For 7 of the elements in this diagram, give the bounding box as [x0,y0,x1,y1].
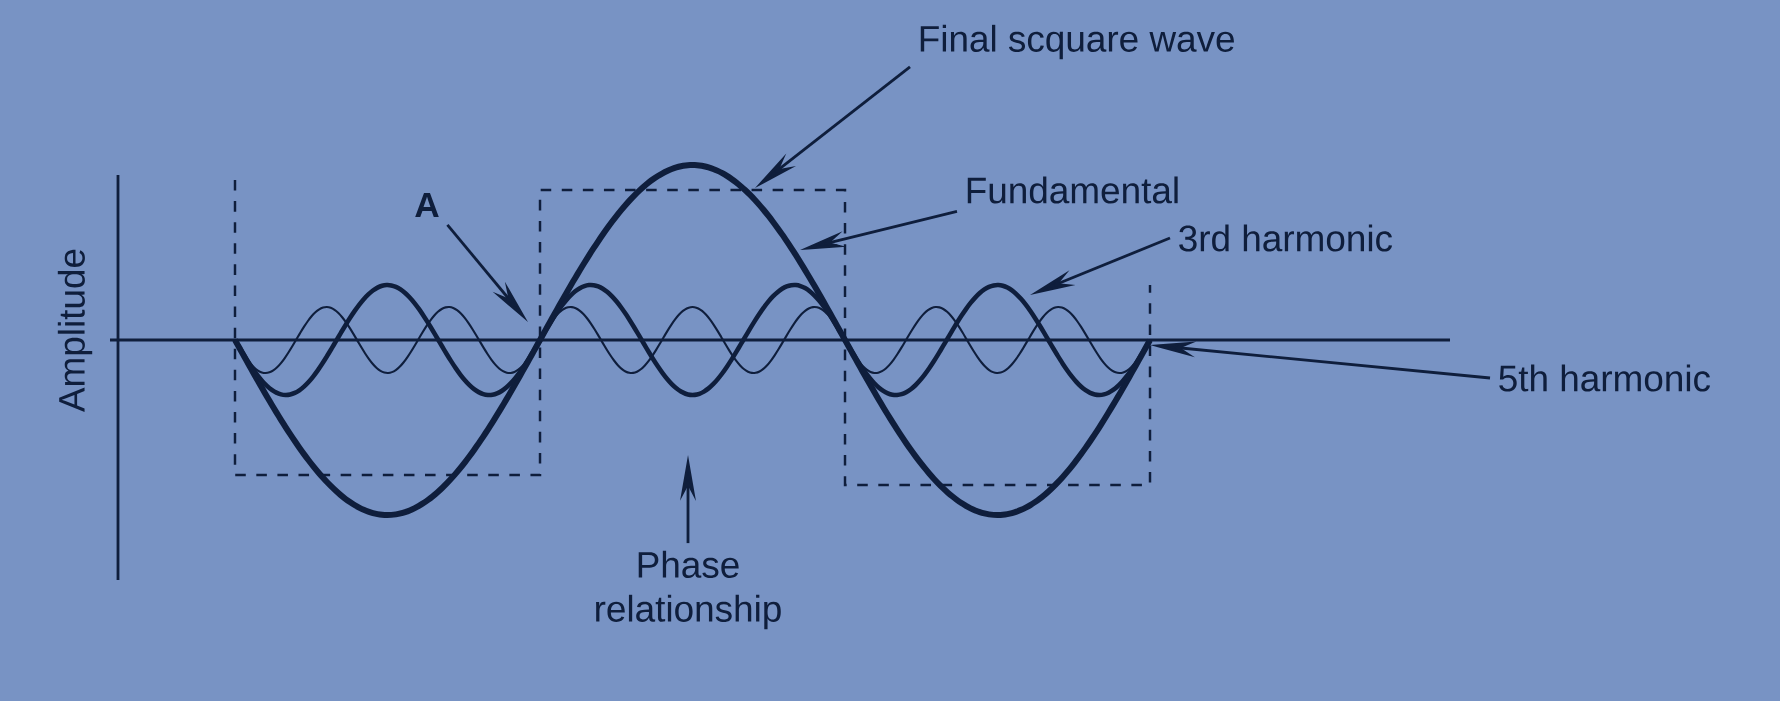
callout-text: Final scquare wave [920,24,1234,60]
callout-text: A [415,192,439,218]
callout-text: Fundamental [967,176,1178,204]
callout-text: 3rd harmonic [1179,224,1393,252]
callout-text: Phase relationship [596,550,781,630]
axis-label: Amplitude [57,249,93,412]
callout-text: 5th harmonic [1499,364,1711,392]
